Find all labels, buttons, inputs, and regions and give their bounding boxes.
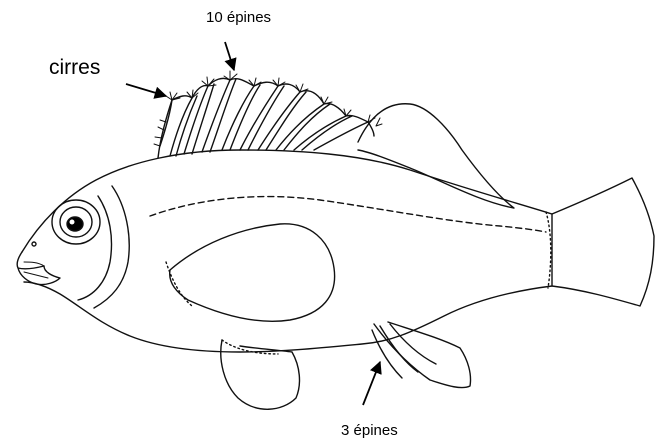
preoperculum: [78, 196, 112, 300]
label-dorsal-spines: 10 épines: [206, 9, 271, 26]
lateral-line: [150, 197, 546, 232]
caudal-peduncle-dots: [546, 212, 551, 288]
pectoral-fin: [170, 224, 335, 321]
anal-fin: [374, 322, 471, 388]
eye-highlight: [70, 220, 75, 225]
arrow-dorsal-spines: [225, 42, 234, 70]
arrow-anal-spines: [363, 362, 380, 405]
label-anal-spines: 3 épines: [341, 422, 398, 439]
nostril: [32, 242, 36, 246]
label-cirri: cirres: [49, 56, 100, 80]
soft-dorsal-fin: [358, 104, 514, 208]
anal-spines: [372, 324, 436, 378]
eye-pupil: [67, 217, 83, 231]
arrow-cirri: [126, 84, 166, 96]
caudal-fin: [552, 178, 654, 306]
body-outline: [22, 150, 552, 352]
mouth: [17, 252, 60, 285]
dorsal-spines: [158, 79, 368, 158]
